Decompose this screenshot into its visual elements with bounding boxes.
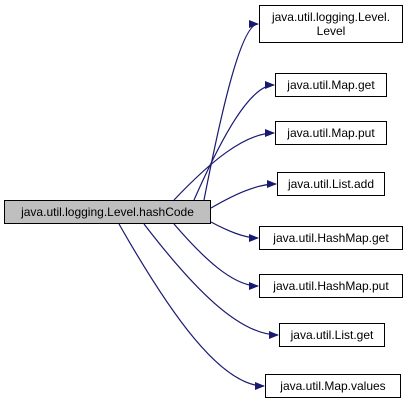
edge-to-map-put (173, 129, 275, 201)
callee-node-list-add[interactable]: java.util.List.add (277, 172, 385, 196)
callee-node-level-constructor[interactable]: java.util.logging.Level. Level (259, 5, 403, 43)
edge-to-list-add (210, 180, 277, 209)
callee-node-list-get[interactable]: java.util.List.get (279, 323, 385, 347)
edge-to-hashmap-put (173, 223, 259, 290)
edge-to-list-get (143, 223, 279, 339)
edge-to-map-values (118, 223, 265, 390)
callee-node-map-get[interactable]: java.util.Map.get (275, 73, 387, 97)
callee-node-map-put[interactable]: java.util.Map.put (275, 121, 387, 145)
edge-to-level (203, 20, 259, 201)
edge-to-hashmap-get (210, 221, 259, 242)
callee-node-map-values[interactable]: java.util.Map.values (265, 374, 401, 398)
callee-node-hashmap-get[interactable]: java.util.HashMap.get (259, 226, 403, 250)
root-node-hashcode[interactable]: java.util.logging.Level.hashCode (4, 200, 211, 224)
edge-to-map-get (193, 81, 275, 201)
callee-node-hashmap-put[interactable]: java.util.HashMap.put (259, 274, 403, 298)
